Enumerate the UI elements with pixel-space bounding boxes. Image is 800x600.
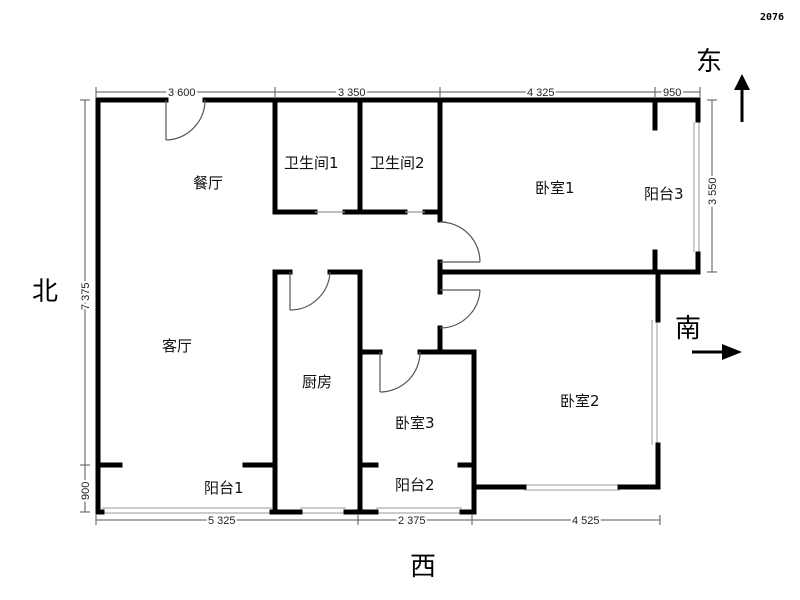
dimension-labels: 3 600 3 350 4 325 950 5 325 2 375 4 525 … xyxy=(78,85,721,529)
room-label-dining: 餐厅 xyxy=(193,174,223,192)
room-label-bedroom1: 卧室1 xyxy=(535,179,575,197)
dim-top-4: 950 xyxy=(663,87,681,99)
dim-bottom-3: 4 525 xyxy=(572,515,600,527)
dimension-lines xyxy=(80,87,717,525)
dim-bottom-2: 2 375 xyxy=(398,515,426,527)
corner-code: 2076 xyxy=(760,12,784,23)
dim-top-1: 3 600 xyxy=(168,87,196,99)
dim-left-2: 900 xyxy=(80,482,92,500)
room-label-bath1: 卫生间1 xyxy=(284,154,339,172)
room-labels: 餐厅 卫生间1 卫生间2 卧室1 阳台3 客厅 厨房 卧室3 卧室2 阳台1 阳… xyxy=(162,154,684,497)
room-label-kitchen: 厨房 xyxy=(302,373,332,391)
compass-west: 西 xyxy=(410,552,436,582)
walls xyxy=(95,97,701,515)
room-label-balcony1: 阳台1 xyxy=(204,479,244,497)
dim-top-2: 3 350 xyxy=(338,87,366,99)
compass-south: 南 xyxy=(675,314,701,344)
dim-right-1: 3 550 xyxy=(707,177,719,205)
compass: 北 东 南 西 xyxy=(32,47,750,582)
compass-east: 东 xyxy=(696,47,722,77)
east-arrow-icon xyxy=(734,74,750,122)
dim-bottom-1: 5 325 xyxy=(208,515,236,527)
room-label-living: 客厅 xyxy=(162,337,192,355)
door-swings xyxy=(165,99,481,393)
dim-left-1: 7 375 xyxy=(80,282,92,310)
room-label-balcony3: 阳台3 xyxy=(644,185,684,203)
room-label-balcony2: 阳台2 xyxy=(395,476,435,494)
dim-top-3: 4 325 xyxy=(527,87,555,99)
room-label-bedroom3: 卧室3 xyxy=(395,414,435,432)
south-arrow-icon xyxy=(692,344,742,360)
windows xyxy=(102,122,700,514)
room-label-bath2: 卫生间2 xyxy=(370,154,425,172)
compass-north: 北 xyxy=(32,277,58,307)
room-label-bedroom2: 卧室2 xyxy=(560,392,600,410)
